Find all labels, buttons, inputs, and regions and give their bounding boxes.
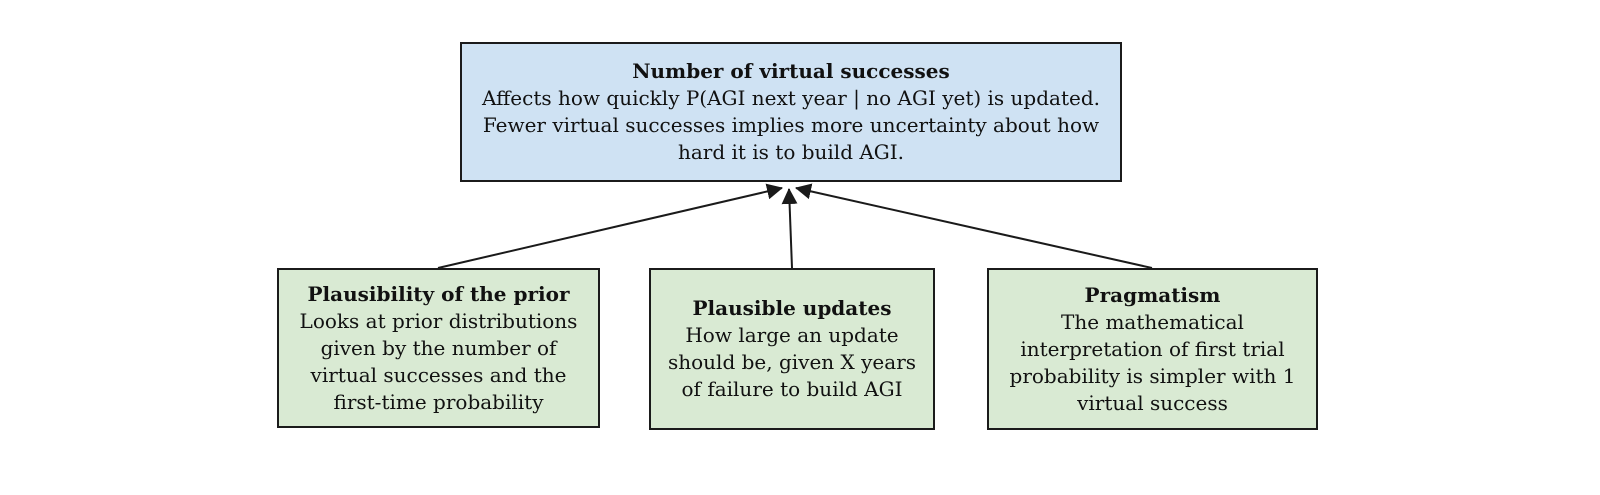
node-title: Plausibility of the prior: [307, 281, 570, 306]
node-title: Plausible updates: [692, 296, 892, 320]
node-description: The mathematical interpretation of first…: [1009, 309, 1296, 415]
connector-arrow-left: [437, 183, 783, 269]
node-pragmatism: Pragmatism The mathematical interpretati…: [987, 268, 1318, 430]
node-plausibility-of-the-prior: Plausibility of the prior Looks at prior…: [277, 268, 600, 428]
node-title: Number of virtual successes: [632, 59, 950, 83]
node-description: Affects how quickly P(AGI next year | no…: [482, 86, 1100, 164]
node-description: How large an update should be, given X y…: [667, 323, 917, 401]
node-plausible-updates: Plausible updates How large an update sh…: [649, 268, 935, 430]
node-number-of-virtual-successes: Number of virtual successes Affects how …: [460, 42, 1122, 182]
connector-arrow-middle: [781, 188, 798, 269]
node-description: Looks at prior distributions given by th…: [299, 308, 578, 414]
node-title: Pragmatism: [1084, 282, 1221, 307]
connector-arrow-right: [795, 183, 1153, 269]
